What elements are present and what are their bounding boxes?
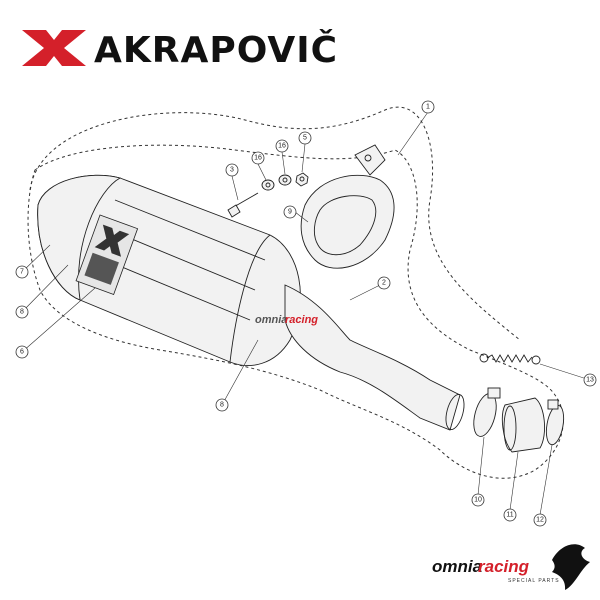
svg-text:5: 5 (303, 135, 307, 142)
svg-text:9: 9 (288, 209, 292, 216)
svg-text:16: 16 (254, 155, 262, 162)
callout-7: 7 (15, 265, 29, 279)
svg-text:8: 8 (20, 309, 24, 316)
akrapovic-logo: AKRAPOVIČ (22, 29, 338, 71)
svg-text:7: 7 (20, 269, 24, 276)
callout-5: 5 (298, 131, 312, 145)
callout-8b: 8 (215, 398, 229, 412)
griffin-icon (552, 544, 590, 590)
callout-11: 11 (503, 508, 517, 522)
callout-13: 13 (583, 373, 597, 387)
outline-assembly-2 (29, 106, 521, 341)
callout-16a: 16 (251, 151, 265, 165)
svg-text:16: 16 (278, 143, 286, 150)
svg-text:12: 12 (536, 517, 544, 524)
callout-3: 3 (225, 163, 239, 177)
clamp-10 (473, 387, 501, 437)
watermark-part1: omnia (255, 314, 287, 326)
callout-12: 12 (533, 513, 547, 527)
link-pipe (284, 284, 465, 431)
sleeve-11 (501, 397, 546, 453)
nut (295, 172, 309, 187)
bolt (227, 192, 259, 218)
omniaracing-logo: omnia racing SPECIAL PARTS (432, 544, 590, 590)
scorpion-icon (22, 30, 86, 66)
watermark: omnia racing (255, 314, 318, 326)
brand-name: AKRAPOVIČ (94, 29, 338, 71)
hanger-bracket (300, 144, 395, 269)
spring (479, 353, 541, 365)
akrapovic-badge (75, 214, 139, 295)
watermark-part2: racing (285, 314, 318, 326)
washer-2 (278, 174, 292, 186)
svg-text:8: 8 (220, 402, 224, 409)
footer-logo-part2: racing (478, 557, 530, 576)
callout-16b: 16 (275, 139, 289, 153)
callout-9: 9 (283, 205, 297, 219)
svg-text:3: 3 (230, 167, 234, 174)
callout-10: 10 (471, 493, 485, 507)
callout-8a: 8 (15, 305, 29, 319)
footer-tagline: SPECIAL PARTS (508, 578, 560, 584)
svg-text:10: 10 (474, 497, 482, 504)
svg-text:13: 13 (586, 377, 594, 384)
leader-lines (21, 111, 591, 516)
callout-6: 6 (15, 345, 29, 359)
clamp-12 (545, 399, 565, 446)
callout-2: 2 (377, 276, 391, 290)
svg-text:2: 2 (382, 280, 386, 287)
svg-text:6: 6 (20, 349, 24, 356)
muffler-body (37, 174, 301, 366)
svg-text:11: 11 (506, 512, 513, 519)
svg-text:1: 1 (426, 104, 430, 111)
washer-1 (261, 179, 275, 191)
callout-1: 1 (421, 100, 435, 114)
footer-logo-part1: omnia (432, 557, 482, 576)
